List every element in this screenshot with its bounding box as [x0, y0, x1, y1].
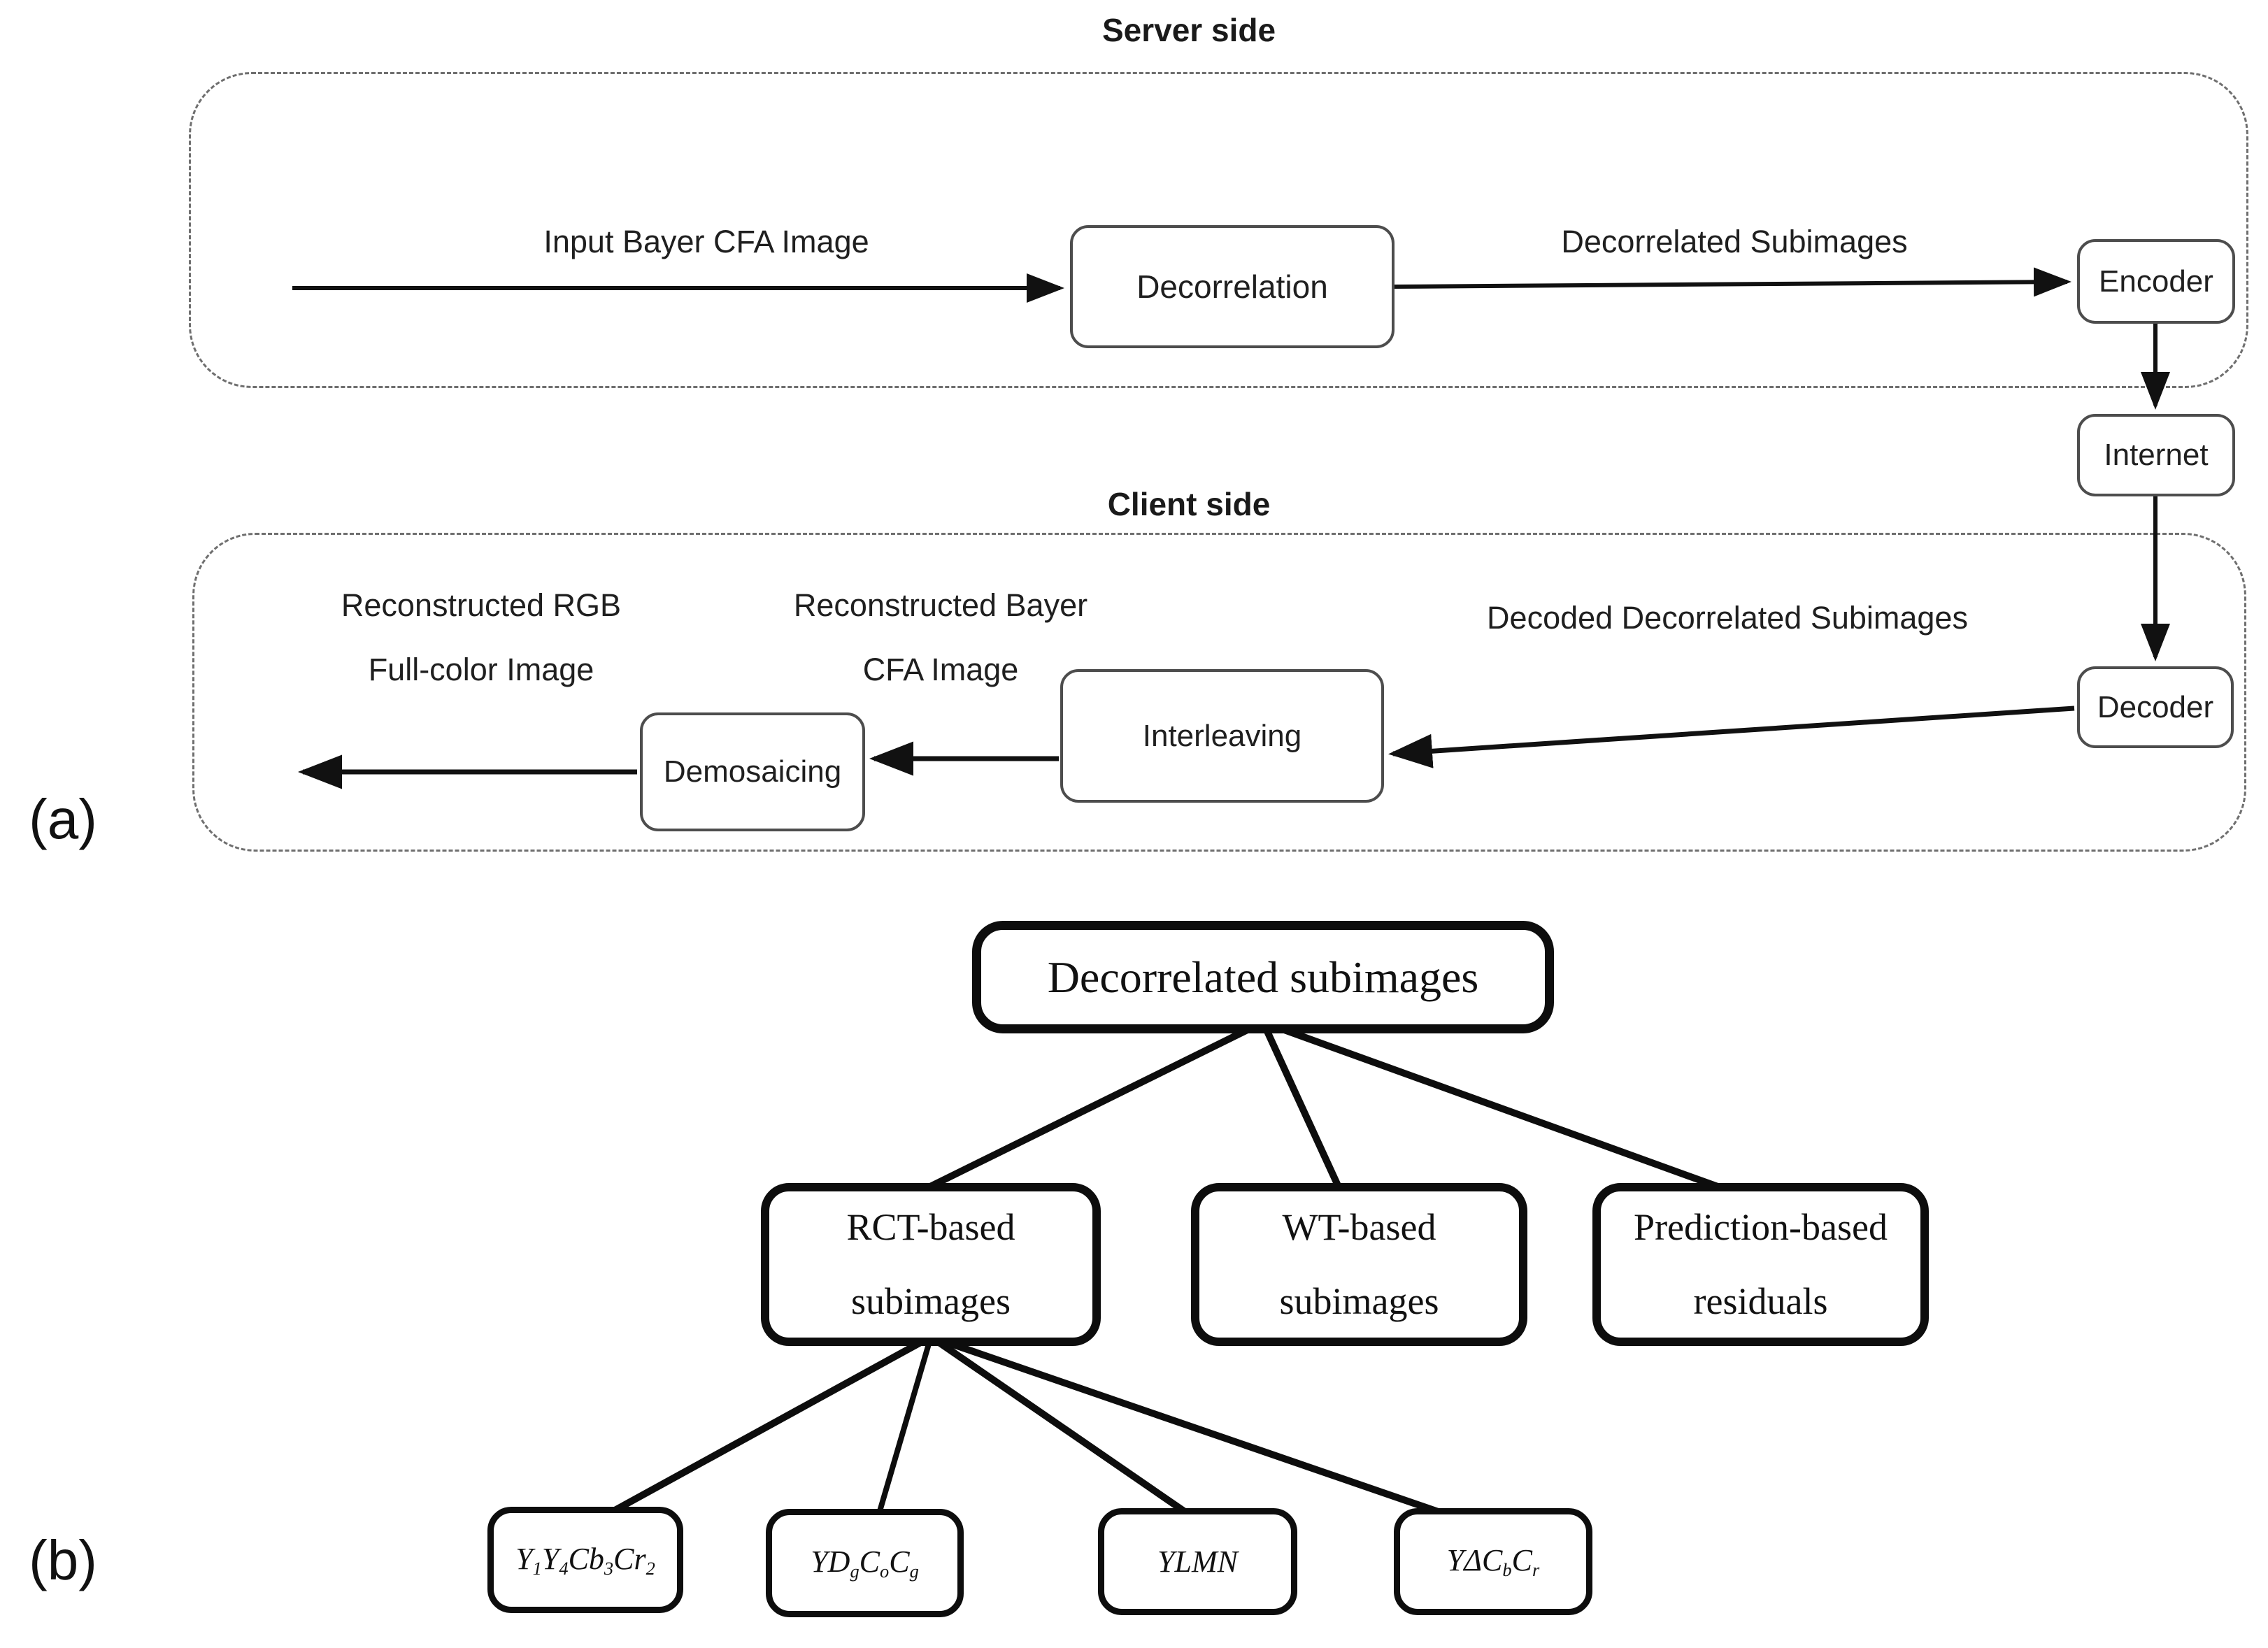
edge-root-to-prediction [1262, 1019, 1729, 1194]
reconstructed-bayer-line2: CFA Image [862, 652, 1019, 688]
server-side-region [189, 72, 2248, 388]
internet-box: Internet [2077, 414, 2235, 496]
leaf-box-ylmn: YLMN [1098, 1508, 1297, 1615]
client-side-title: Client side [1107, 486, 1271, 522]
panel-b-label: (b) [29, 1529, 97, 1591]
edge-rct-to-leaf4 [929, 1333, 1448, 1518]
leaf-box-ydgcocg: YDgCoCg [766, 1509, 964, 1617]
rct-based-subimages-box: RCT-based subimages [761, 1183, 1101, 1346]
reconstructed-bayer-label: Reconstructed Bayer CFA Image [731, 573, 1150, 703]
edge-root-to-wt [1260, 1020, 1343, 1192]
encoder-box: Encoder [2077, 239, 2235, 324]
prediction-based-residuals-box: Prediction-based residuals [1592, 1183, 1929, 1346]
wt-box-line2: subimages [1279, 1280, 1439, 1322]
decorrelated-subimages-root-box: Decorrelated subimages [972, 921, 1554, 1033]
pred-box-line1: Prediction-based [1634, 1206, 1888, 1249]
edge-root-to-rct [921, 1019, 1265, 1194]
edge-rct-to-leaf1 [606, 1333, 933, 1517]
decoded-decorrelated-label: Decoded Decorrelated Subimages [1487, 600, 1968, 636]
wt-box-line1: WT-based [1282, 1206, 1436, 1249]
rct-box-line1: RCT-based [846, 1206, 1015, 1249]
demosaicing-box: Demosaicing [640, 712, 865, 831]
reconstructed-rgb-line2: Full-color Image [368, 652, 594, 688]
decorrelated-subimages-label: Decorrelated Subimages [1561, 224, 1908, 259]
edge-rct-to-leaf3 [929, 1333, 1191, 1518]
leaf-box-ydeltacbcr: YΔCbCr [1394, 1508, 1592, 1615]
pred-box-line2: residuals [1693, 1280, 1828, 1322]
decoder-box: Decoder [2077, 666, 2234, 748]
reconstructed-rgb-label: Reconstructed RGB Full-color Image [271, 573, 691, 703]
input-bayer-cfa-label: Input Bayer CFA Image [543, 224, 869, 259]
server-side-title: Server side [1101, 12, 1276, 48]
interleaving-box: Interleaving [1060, 669, 1384, 803]
arrow-decorrelation-to-encoder [1391, 267, 2071, 297]
reconstructed-rgb-line1: Reconstructed RGB [341, 587, 622, 623]
client-side-region [192, 533, 2246, 852]
rct-box-line2: subimages [851, 1280, 1011, 1322]
edge-rct-to-leaf2 [876, 1335, 934, 1517]
decorrelation-box: Decorrelation [1070, 225, 1395, 348]
arrow-decoder-to-interleaving [1388, 705, 2075, 768]
panel-a-label: (a) [29, 788, 97, 850]
reconstructed-bayer-line1: Reconstructed Bayer [793, 587, 1088, 623]
leaf-box-y1y4cb3cr2: Y1Y4Cb3Cr2 [487, 1507, 683, 1613]
wt-based-subimages-box: WT-based subimages [1191, 1183, 1527, 1346]
